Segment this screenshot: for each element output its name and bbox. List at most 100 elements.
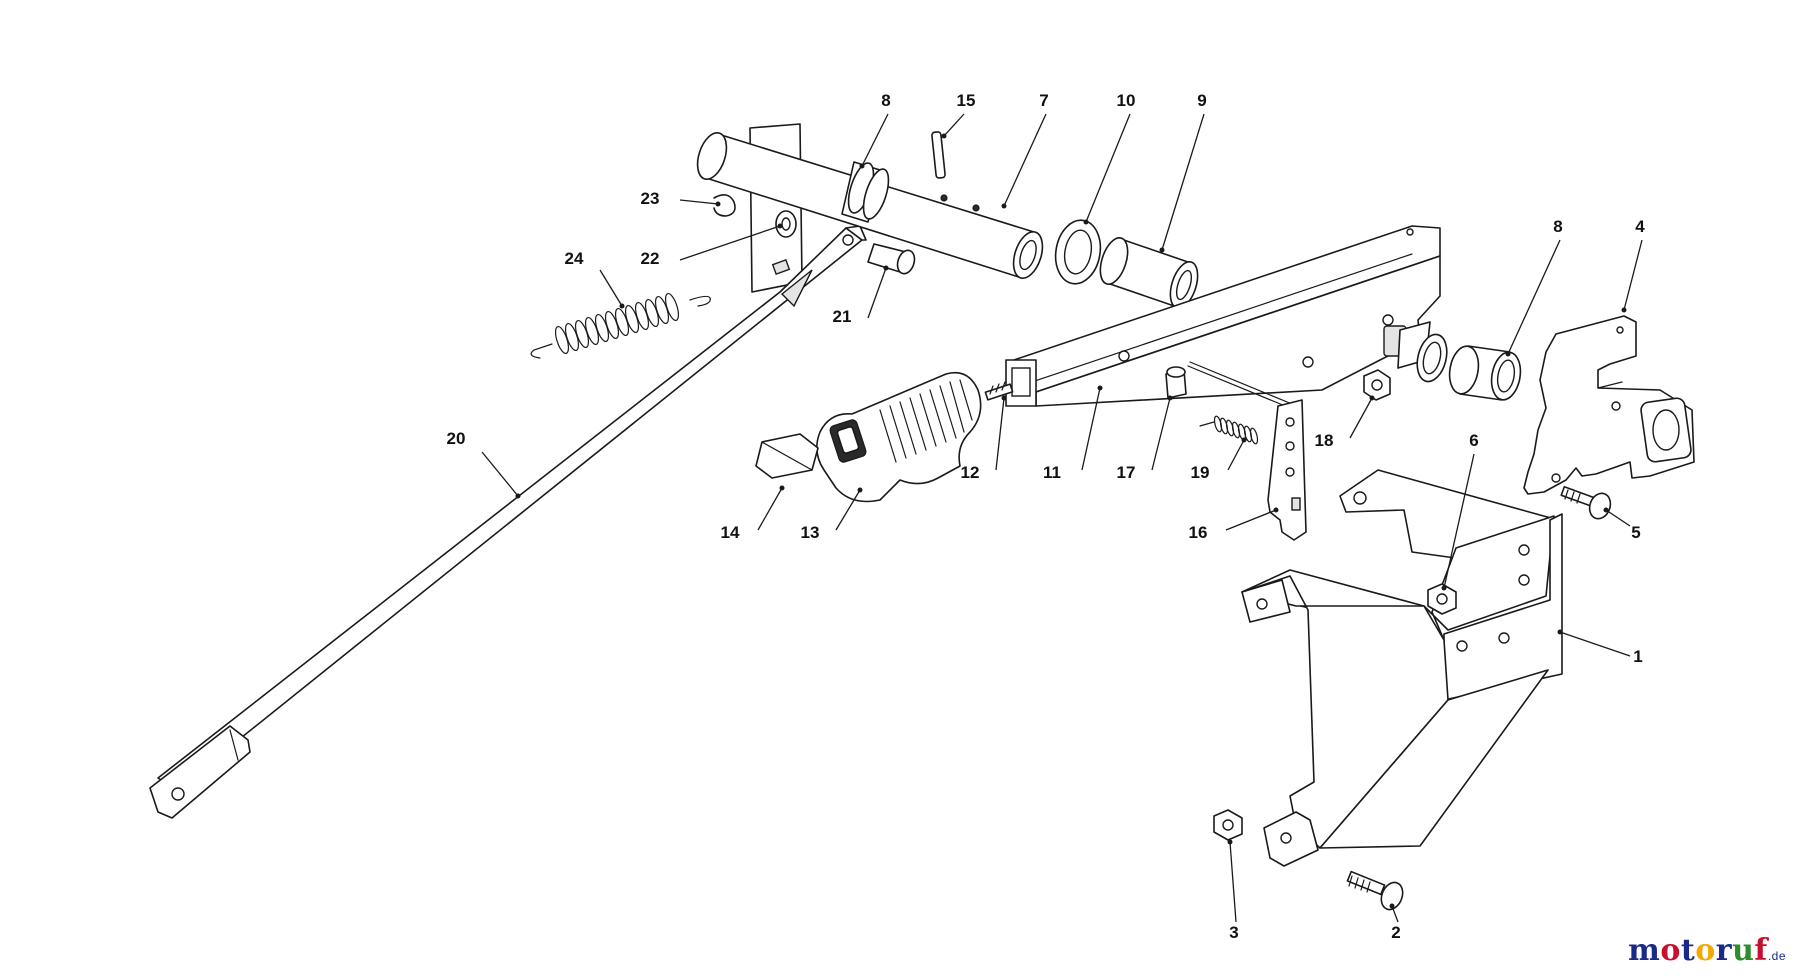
- leader-line-10: [1085, 113, 1131, 223]
- bushing-part-8-right: [1448, 345, 1522, 401]
- brand-letter: t: [1680, 933, 1696, 968]
- leader-dot-11: [1097, 385, 1103, 391]
- small-spring-part-19: [1199, 415, 1259, 445]
- leader-line-4: [1623, 239, 1643, 311]
- callout-label-16: 16: [1189, 523, 1208, 542]
- leader-line-20: [481, 451, 519, 497]
- nut-part-18: [1363, 369, 1391, 401]
- mounting-bracket-part-4: [1523, 315, 1695, 495]
- washer-part-22: [775, 210, 797, 238]
- brand-letter: o: [1660, 933, 1681, 968]
- leader-line-8b: [1507, 239, 1561, 355]
- leader-line-18: [1349, 397, 1373, 439]
- callout-label-23: 23: [641, 189, 660, 208]
- leader-dot-3: [1227, 839, 1233, 845]
- nut-part-6: [1427, 583, 1457, 615]
- leader-line-13: [835, 489, 861, 531]
- callout-label-22: 22: [641, 249, 660, 268]
- leader-dot-9: [1159, 247, 1165, 253]
- callout-label-2: 2: [1391, 923, 1400, 942]
- leader-line-1: [1559, 631, 1631, 657]
- leader-dot-8b: [1505, 351, 1511, 357]
- bushing-part-8-left: [841, 161, 890, 223]
- end-cap-part-14: [755, 433, 819, 479]
- leader-dot-19: [1241, 437, 1247, 443]
- callout-label-15: 15: [957, 91, 976, 110]
- sleeve-part-9: [1099, 237, 1199, 309]
- clevis-pin-part-21: [867, 243, 916, 275]
- leader-line-24: [599, 269, 623, 307]
- threaded-stud-part-12: [984, 381, 1014, 401]
- brand-letter: r: [1715, 933, 1733, 968]
- leader-dot-4: [1621, 307, 1627, 313]
- callout-label-8b: 8: [1553, 217, 1562, 236]
- leader-line-15: [943, 113, 965, 137]
- leader-dot-8a: [859, 163, 865, 169]
- callout-label-5: 5: [1631, 523, 1640, 542]
- leader-dot-13: [857, 487, 863, 493]
- leader-line-8a: [861, 113, 889, 167]
- callout-label-12: 12: [961, 463, 980, 482]
- callout-label-11: 11: [1043, 463, 1061, 482]
- indicator-plate-part-16: [1187, 361, 1307, 541]
- bolt-part-2: [1346, 870, 1404, 911]
- callout-label-3: 3: [1229, 923, 1238, 942]
- flange-nut-part-3: [1213, 809, 1243, 841]
- tension-spring-part-24: [530, 292, 711, 359]
- brand-suffix: .de: [1767, 949, 1786, 963]
- bolt-part-5: [1560, 485, 1612, 520]
- callout-label-19: 19: [1191, 463, 1210, 482]
- leader-line-12: [995, 397, 1005, 471]
- callout-label-7: 7: [1039, 91, 1048, 110]
- leader-dot-2: [1389, 903, 1395, 909]
- leader-line-11: [1081, 387, 1101, 471]
- leader-line-21: [867, 267, 887, 319]
- callout-label-6: 6: [1469, 431, 1478, 450]
- brand-letter: u: [1732, 933, 1755, 968]
- leader-line-2: [1391, 905, 1399, 923]
- leader-dot-20: [515, 493, 521, 499]
- brand-letter: o: [1695, 933, 1716, 968]
- leader-dot-23: [715, 201, 721, 207]
- brand-letter: f: [1754, 933, 1768, 968]
- callout-label-17: 17: [1117, 463, 1136, 482]
- leader-line-14: [757, 487, 783, 531]
- leader-dot-21: [883, 265, 889, 271]
- callout-label-10: 10: [1117, 91, 1136, 110]
- leader-line-16: [1225, 509, 1277, 531]
- callout-label-13: 13: [801, 523, 820, 542]
- leader-dot-17: [1167, 395, 1173, 401]
- leader-line-22: [679, 225, 781, 261]
- leader-line-5: [1605, 509, 1631, 527]
- leader-dot-18: [1369, 395, 1375, 401]
- stud-part-17: [1165, 366, 1187, 399]
- leader-dot-16: [1273, 507, 1279, 513]
- leader-line-23: [679, 199, 719, 205]
- leader-line-7: [1003, 113, 1047, 207]
- pedal-grip-part-13: [816, 371, 982, 503]
- leader-dot-6: [1441, 585, 1447, 591]
- leader-dot-15: [941, 133, 947, 139]
- leader-line-3: [1229, 841, 1237, 923]
- roll-pin-part-15: [931, 131, 946, 179]
- leader-dot-12: [1001, 395, 1007, 401]
- callout-label-14: 14: [721, 523, 740, 542]
- washer-part-10: [1054, 219, 1102, 285]
- callout-label-20: 20: [447, 429, 466, 448]
- motoruf-watermark: motoruf.de: [1628, 933, 1786, 968]
- leader-dot-10: [1083, 219, 1089, 225]
- leader-line-19: [1227, 439, 1245, 471]
- brand-name: motoruf: [1628, 933, 1768, 968]
- frame-bracket-part-1: [1241, 469, 1563, 867]
- leader-dot-24: [619, 303, 625, 309]
- leader-line-6: [1443, 453, 1475, 589]
- callout-label-24: 24: [565, 249, 584, 268]
- callout-label-9: 9: [1197, 91, 1206, 110]
- callout-label-18: 18: [1315, 431, 1334, 450]
- callout-label-21: 21: [833, 307, 852, 326]
- leader-dot-1: [1557, 629, 1563, 635]
- leader-dot-14: [779, 485, 785, 491]
- callout-label-4: 4: [1635, 217, 1645, 236]
